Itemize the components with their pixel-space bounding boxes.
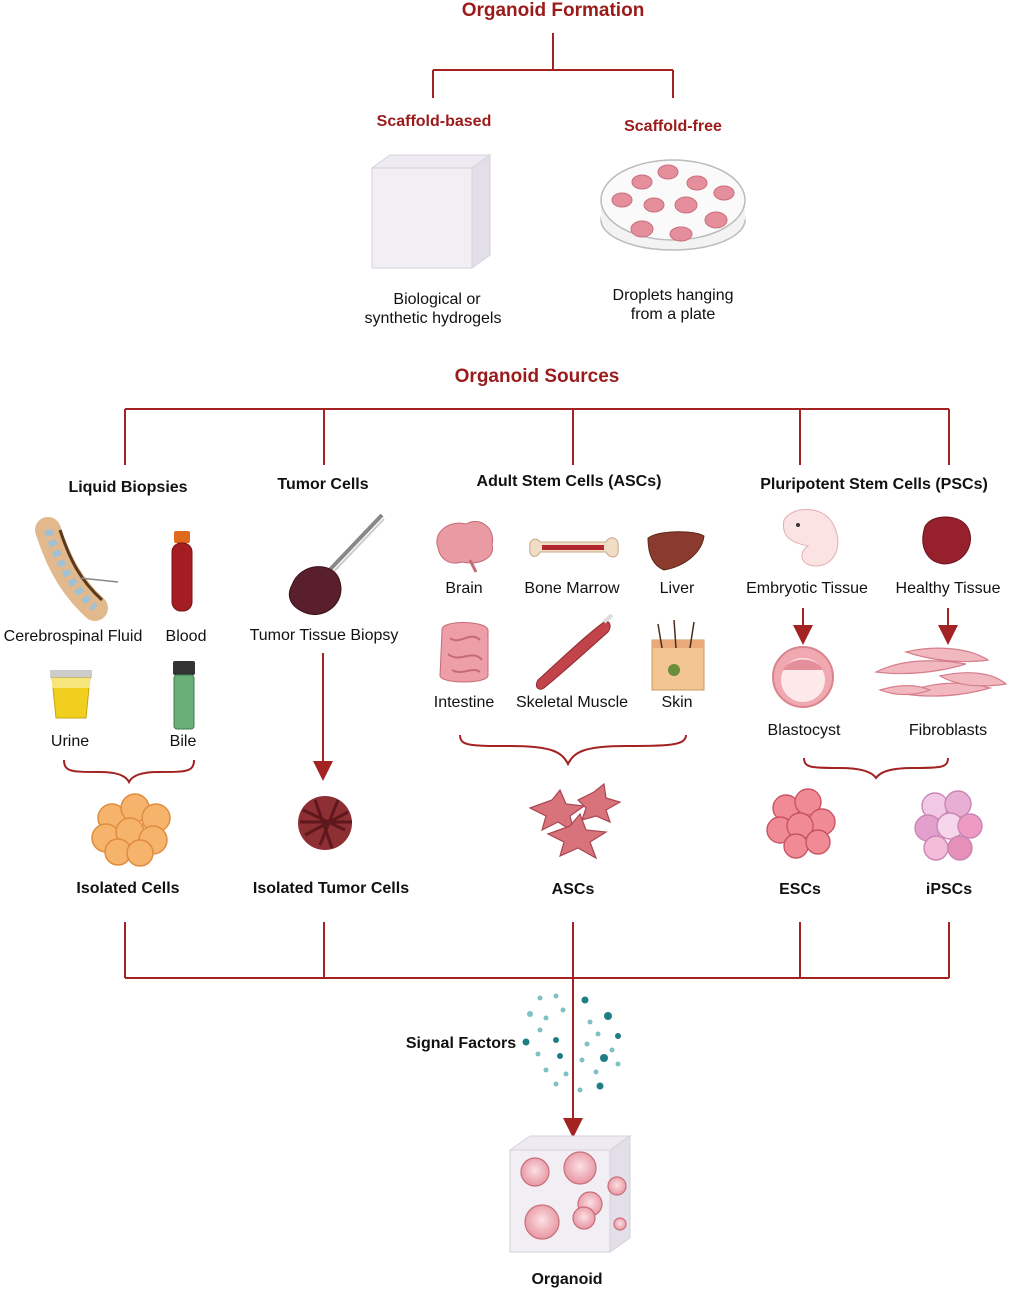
urine-label: Urine	[50, 733, 90, 750]
isolated-tumor-cells-label: Isolated Tumor Cells	[252, 880, 410, 897]
escs-icon	[766, 788, 836, 859]
organoid-label: Organoid	[531, 1271, 603, 1288]
blood-label: Blood	[165, 628, 207, 645]
escs-label: ESCs	[779, 881, 821, 898]
embryotic-tissue-label: Embryotic Tissue	[746, 580, 868, 597]
sources-title: Organoid Sources	[454, 366, 620, 387]
isolated-tumor-cells-icon	[298, 796, 352, 850]
healthy-tissue-icon	[922, 516, 971, 565]
organoid-cube-icon	[508, 1135, 632, 1253]
signal-factors-label: Signal Factors	[405, 1035, 517, 1052]
blastocyst-icon	[772, 646, 834, 708]
hydrogel-desc-line2: synthetic hydrogels	[364, 310, 502, 327]
tumor-cells-title: Tumor Cells	[277, 476, 369, 493]
isolated-cells-label: Isolated Cells	[76, 880, 180, 897]
signal-factor-dots	[522, 993, 621, 1093]
embryo-icon	[782, 508, 839, 567]
scaffold-free-label: Scaffold-free	[624, 118, 722, 135]
isolated-cells-icon	[91, 793, 171, 867]
asc-bracket	[459, 734, 687, 767]
csf-label: Cerebrospinal Fluid	[3, 628, 143, 645]
adult-stem-cells-title: Adult Stem Cells (ASCs)	[476, 473, 662, 490]
petri-dish-icon	[600, 159, 746, 251]
ipscs-icon	[914, 790, 983, 861]
droplets-desc-line2: from a plate	[630, 306, 716, 323]
skin-label: Skin	[661, 694, 693, 711]
formation-title: Organoid Formation	[461, 0, 645, 21]
healthy-tissue-label: Healthy Tissue	[895, 580, 1001, 597]
skin-icon	[651, 619, 705, 691]
urine-cup-icon	[50, 670, 92, 719]
intestine-icon	[439, 622, 489, 683]
ascs-label: ASCs	[551, 881, 595, 898]
droplets-desc-line1: Droplets hanging	[612, 287, 734, 304]
formation-connectors	[432, 33, 674, 98]
scaffold-based-label: Scaffold-based	[376, 113, 492, 130]
skeletal-muscle-icon	[535, 613, 614, 690]
sources-connectors	[124, 408, 950, 465]
bile-label: Bile	[169, 733, 197, 750]
ipscs-label: iPSCs	[925, 881, 973, 898]
intestine-label: Intestine	[433, 694, 495, 711]
hydrogel-desc-line1: Biological or	[393, 291, 481, 308]
merge-connectors	[124, 922, 950, 979]
bile-vial-icon	[173, 661, 195, 730]
tumor-biopsy-icon	[288, 513, 385, 615]
brain-icon	[436, 521, 494, 573]
brain-label: Brain	[445, 580, 483, 597]
fibroblasts-icon	[873, 647, 1008, 697]
skeletal-muscle-label: Skeletal Muscle	[515, 694, 629, 711]
ascs-icon	[528, 782, 622, 860]
liver-icon	[647, 531, 705, 571]
spine-icon	[35, 517, 119, 621]
pluripotent-stem-cells-title: Pluripotent Stem Cells (PSCs)	[760, 476, 988, 493]
liquid-bracket	[63, 759, 195, 785]
liquid-biopsies-title: Liquid Biopsies	[68, 479, 188, 496]
psc-bracket	[803, 757, 949, 780]
bone-marrow-icon	[529, 537, 619, 558]
fibroblasts-label: Fibroblasts	[908, 722, 988, 739]
blood-tube-icon	[171, 531, 193, 612]
liver-label: Liver	[659, 580, 695, 597]
hydrogel-cube-icon	[370, 154, 492, 269]
bone-marrow-label: Bone Marrow	[524, 580, 620, 597]
tumor-biopsy-label: Tumor Tissue Biopsy	[249, 627, 399, 644]
blastocyst-label: Blastocyst	[767, 722, 841, 739]
